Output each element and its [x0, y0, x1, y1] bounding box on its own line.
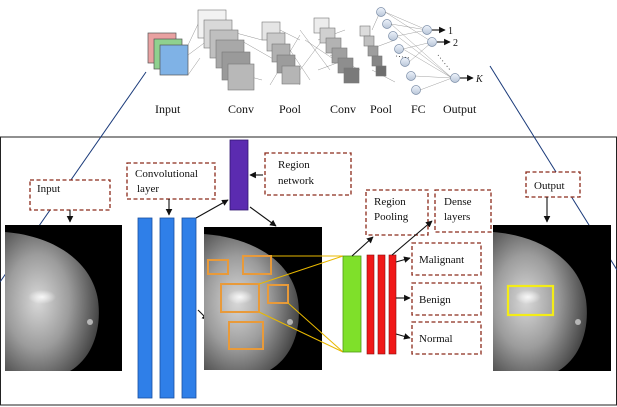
cnn-label-input: Input [155, 102, 181, 116]
cnn-label-output: Output [443, 102, 477, 116]
dense-layers-line2: layers [444, 211, 470, 223]
input-box-label: Input [37, 183, 60, 195]
cnn-label-conv1: Conv [228, 102, 254, 116]
dense-layers-box [434, 189, 492, 233]
roi-boxes [207, 255, 289, 350]
region-pooling-box [365, 189, 429, 236]
output-box-label: Output [534, 180, 565, 192]
dense-bars [366, 254, 397, 355]
input-mammogram [5, 225, 122, 371]
output-nodes [422, 25, 460, 83]
region-network-line1: Region [278, 159, 310, 171]
pool2-stack [359, 25, 387, 77]
conv1-stack [197, 9, 255, 91]
output-mammogram [493, 225, 611, 371]
conv-layer-box [126, 162, 216, 200]
class-malignant: Malignant [419, 254, 464, 266]
region-network-box [264, 152, 352, 196]
class-normal: Normal [419, 333, 453, 345]
input-stack [147, 32, 189, 76]
cnn-label-pool1: Pool [279, 102, 302, 116]
output-label-1: 1 [448, 26, 453, 37]
output-label-k: K [475, 74, 484, 85]
output-box [525, 171, 581, 198]
region-pooling-line2: Pooling [374, 211, 409, 223]
cnn-label-conv2: Conv [330, 102, 356, 116]
pool1-stack [261, 21, 301, 85]
detected-mass-box [506, 284, 555, 317]
region-network-line2: network [278, 175, 315, 187]
fc-output-edges [384, 11, 453, 91]
conv-box-line1: Convolutional [135, 168, 198, 180]
conv2-stack [313, 17, 360, 84]
conv-box-line2: layer [137, 183, 159, 195]
region-pooling-bar [342, 255, 362, 353]
dense-layers-line1: Dense [444, 196, 472, 208]
class-benign: Benign [419, 294, 451, 306]
input-box [29, 179, 111, 211]
roi-mammogram [204, 227, 322, 370]
region-network-bar [229, 139, 249, 211]
conv-bars [137, 217, 197, 399]
cnn-label-fc: FC [411, 102, 426, 116]
class-boxes: Malignant Benign Normal [411, 242, 482, 355]
cnn-label-pool2: Pool [370, 102, 393, 116]
projection-lines [258, 255, 344, 353]
cnn-schematic: 1 2 K Input Conv Pool Conv Pool FC Outpu… [147, 7, 484, 116]
output-label-2: 2 [453, 38, 458, 49]
region-pooling-line1: Region [374, 196, 406, 208]
